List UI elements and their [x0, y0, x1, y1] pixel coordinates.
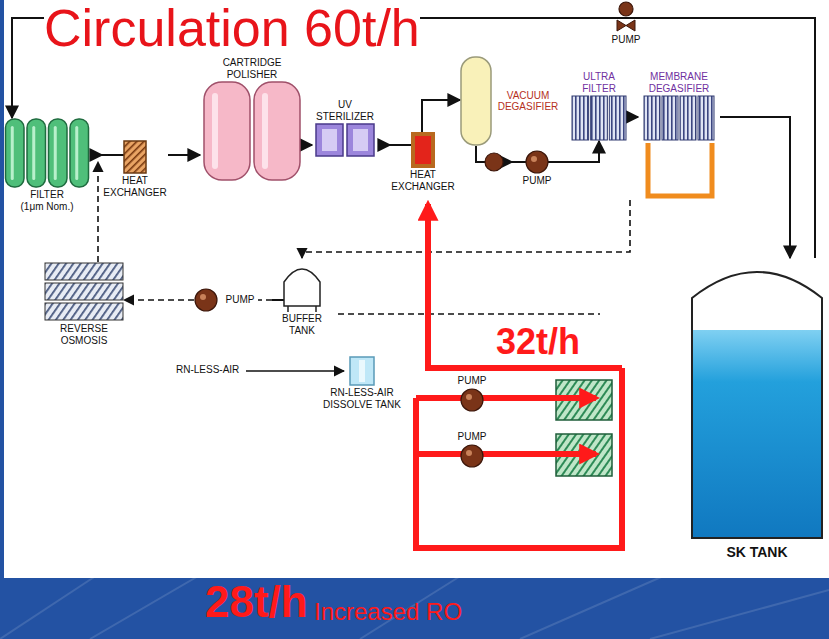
component-label: PUMP [222, 294, 258, 306]
component-label: PUMP [604, 34, 648, 46]
component-label: UV STERILIZER [312, 99, 378, 122]
vacuum-degasifier: VACUUM DEGASIFIER [460, 56, 560, 146]
pipe-connector [630, 116, 638, 118]
uf-icon [571, 95, 627, 141]
pipe-connector [90, 154, 102, 156]
orange-bracket [648, 143, 712, 196]
vac-icon [460, 56, 492, 146]
md-icon [643, 95, 715, 141]
buffer-icon [280, 264, 324, 312]
component-label: RN-LESS-AIR DISSOLVE TANK [320, 387, 404, 410]
flow-rate-label: Circulation 60t/h [44, 2, 420, 54]
component-label: HEAT EXCHANGER [390, 169, 456, 192]
sk-tank: SK TANK [690, 258, 824, 560]
pipe-stubs [102, 18, 649, 300]
component-label: MEMBRANE DEGASIFIER [638, 71, 720, 94]
uv-sterilizer: UV STERILIZER [312, 98, 378, 157]
component-label: PUMP [450, 375, 494, 387]
diagram-panel [4, 0, 829, 578]
pump-icon [460, 444, 484, 468]
flow-rate-label: 28t/h [205, 580, 308, 624]
ultra-filter: ULTRA FILTER [568, 70, 630, 141]
component-label: BUFFER TANK [272, 313, 332, 336]
tank-icon [690, 258, 824, 540]
component-label: HEAT EXCHANGER [102, 175, 168, 198]
pump: PUMP [604, 1, 648, 47]
pipe-connector [720, 117, 790, 258]
component-label: VACUUM DEGASIFIER [496, 90, 560, 113]
dissolve-tank: RN-LESS-AIR DISSOLVE TANK [320, 356, 404, 411]
filter-unit: FILTER (1μm Nom.) [4, 118, 90, 213]
pump: PUMP [194, 288, 258, 312]
pipe-connector [422, 100, 460, 132]
pipe-connector [562, 141, 599, 162]
pump: PUMP [450, 430, 494, 468]
pump-icon [194, 288, 218, 312]
cartridge-polisher: CARTRIDGE POLISHER [200, 56, 304, 181]
red-flow-lines [416, 204, 622, 548]
air-feed-arrow [246, 370, 344, 372]
flow-rate-label: 32t/h [496, 324, 580, 360]
pumptop-icon [615, 1, 637, 33]
hx-icon [123, 140, 147, 174]
pump-icon [460, 388, 484, 412]
pipe-connector [648, 18, 815, 258]
dissolve-icon [349, 356, 375, 386]
ro-dashed-pipes [98, 162, 630, 314]
pump-icon [525, 150, 549, 174]
heat-exchanger: HEAT EXCHANGER [390, 132, 456, 193]
component-label: ULTRA FILTER [568, 71, 630, 94]
ro-icon [44, 262, 124, 322]
heat-exchanger: HEAT EXCHANGER [102, 140, 168, 199]
pipe-connector [168, 154, 200, 156]
pipe-connector [378, 144, 390, 146]
component-label: PUMP [512, 175, 562, 187]
filter-icon [4, 118, 90, 188]
air-label: RN-LESS-AIR [176, 365, 239, 375]
uv-icon [314, 123, 376, 157]
hx2-icon [411, 132, 435, 168]
component-label: FILTER (1μm Nom.) [19, 189, 75, 212]
pipe-connector [124, 299, 194, 301]
pump: PUMP [512, 150, 562, 188]
note-label: Increased RO [314, 600, 462, 624]
component-label: REVERSE OSMOSIS [46, 323, 122, 346]
buffer-tank: BUFFER TANK [272, 264, 332, 337]
pump-symbol [485, 153, 503, 171]
reverse-osmosis: REVERSE OSMOSIS [44, 262, 124, 347]
pipe-connector [258, 299, 272, 301]
pipe-connector [304, 144, 312, 146]
increased-ro-units [556, 380, 612, 476]
cp-icon [202, 81, 302, 181]
component-label: PUMP [450, 431, 494, 443]
membrane-degasifier: MEMBRANE DEGASIFIER [638, 70, 720, 141]
component-label: CARTRIDGE POLISHER [200, 57, 304, 80]
pump: PUMP [450, 374, 494, 412]
component-label: SK TANK [707, 544, 807, 560]
